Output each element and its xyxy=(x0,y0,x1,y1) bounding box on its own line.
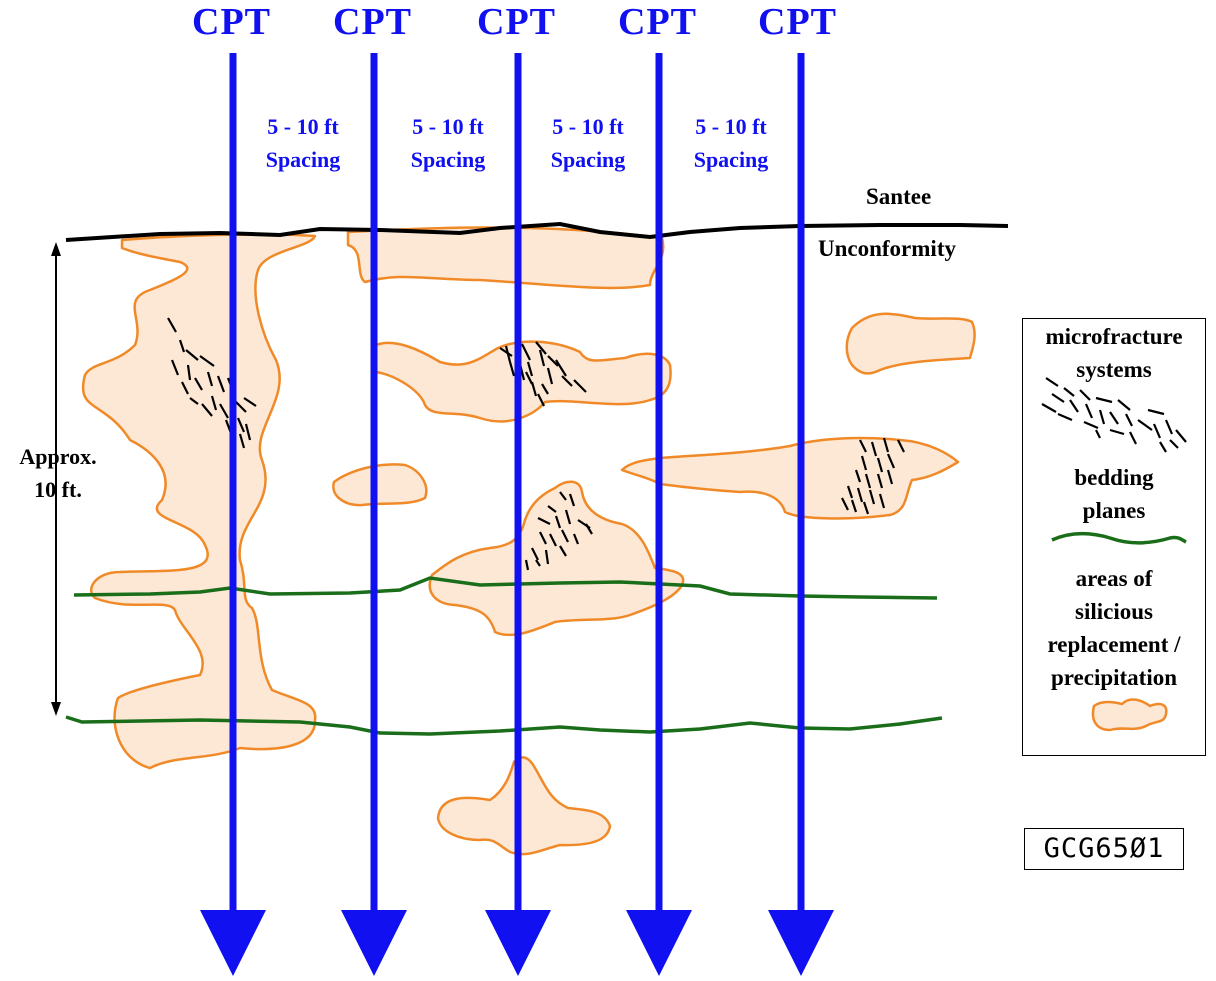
unconformity-label: Unconformity xyxy=(818,236,956,261)
santee-label: Santee xyxy=(866,184,932,209)
microfracture-cluster xyxy=(841,437,905,515)
thickness-value: 10 ft. xyxy=(34,477,82,502)
legend-silicious-line4: precipitation xyxy=(1050,665,1178,690)
santee-unconformity-line xyxy=(65,221,1009,242)
cpt-label: CPT xyxy=(477,1,556,43)
spacing-label: 5 - 10 ft Spacing xyxy=(388,110,508,176)
legend-microfracture-symbol xyxy=(1041,377,1187,453)
silicious-area xyxy=(436,756,612,856)
bedding-plane-lower xyxy=(65,715,943,736)
spacing-distance: 5 - 10 ft xyxy=(412,114,484,139)
spacing-label: 5 - 10 ft Spacing xyxy=(243,110,363,176)
cpt-probe-arrow xyxy=(200,53,266,976)
microfracture-cluster xyxy=(167,317,257,449)
cpt-label: CPT xyxy=(192,1,271,43)
bedding-plane-upper xyxy=(73,576,938,600)
spacing-word: Spacing xyxy=(550,147,626,172)
cpt-probe-arrows xyxy=(200,53,834,976)
thickness-dimension-arrow xyxy=(51,242,61,716)
legend-silicious-line2: silicious xyxy=(1075,599,1153,624)
legend-microfracture-label: microfracture systems xyxy=(1022,320,1206,386)
cpt-label: CPT xyxy=(333,1,412,43)
legend-silicious-symbol xyxy=(1091,698,1168,732)
legend-bedding-symbol xyxy=(1051,532,1187,545)
silicious-areas xyxy=(81,226,976,856)
silicious-area xyxy=(346,226,665,290)
spacing-distance: 5 - 10 ft xyxy=(552,114,624,139)
bedding-planes xyxy=(65,576,943,736)
cpt-label: CPT xyxy=(758,1,837,43)
legend-bedding-line2: planes xyxy=(1082,498,1146,523)
silicious-area xyxy=(845,312,976,375)
legend-bedding-line1: bedding xyxy=(1074,465,1154,490)
cpt-probe-arrow xyxy=(341,53,407,976)
silicious-area xyxy=(428,480,685,637)
legend-bedding-label: bedding planes xyxy=(1022,461,1206,527)
legend-microfracture-line2: systems xyxy=(1076,357,1152,382)
microfracture-clusters xyxy=(167,317,905,571)
legend-silicious-line1: areas of xyxy=(1075,566,1153,591)
thickness-approx: Approx. xyxy=(19,444,97,469)
silicious-area xyxy=(332,463,428,507)
silicious-area xyxy=(81,233,317,770)
legend-silicious-line3: replacement / xyxy=(1047,632,1181,657)
silicious-area xyxy=(620,436,960,520)
microfracture-cluster xyxy=(499,341,587,407)
legend-box xyxy=(1022,318,1206,756)
spacing-word: Spacing xyxy=(265,147,341,172)
cpt-probe-arrow xyxy=(626,53,692,976)
microfracture-cluster xyxy=(524,491,593,571)
cpt-probe-arrow xyxy=(485,53,551,976)
cpt-probe-arrow xyxy=(768,53,834,976)
spacing-distance: 5 - 10 ft xyxy=(695,114,767,139)
figure-code: GCG65Ø1 xyxy=(1024,828,1184,870)
legend-silicious-label: areas of silicious replacement / precipi… xyxy=(1022,562,1206,694)
spacing-word: Spacing xyxy=(693,147,769,172)
spacing-word: Spacing xyxy=(410,147,486,172)
spacing-distance: 5 - 10 ft xyxy=(267,114,339,139)
cpt-label: CPT xyxy=(618,1,697,43)
legend-microfracture-line1: microfracture xyxy=(1045,324,1183,349)
spacing-label: 5 - 10 ft Spacing xyxy=(528,110,648,176)
spacing-label: 5 - 10 ft Spacing xyxy=(671,110,791,176)
thickness-label: Approx. 10 ft. xyxy=(6,440,110,506)
silicious-area xyxy=(374,340,672,423)
